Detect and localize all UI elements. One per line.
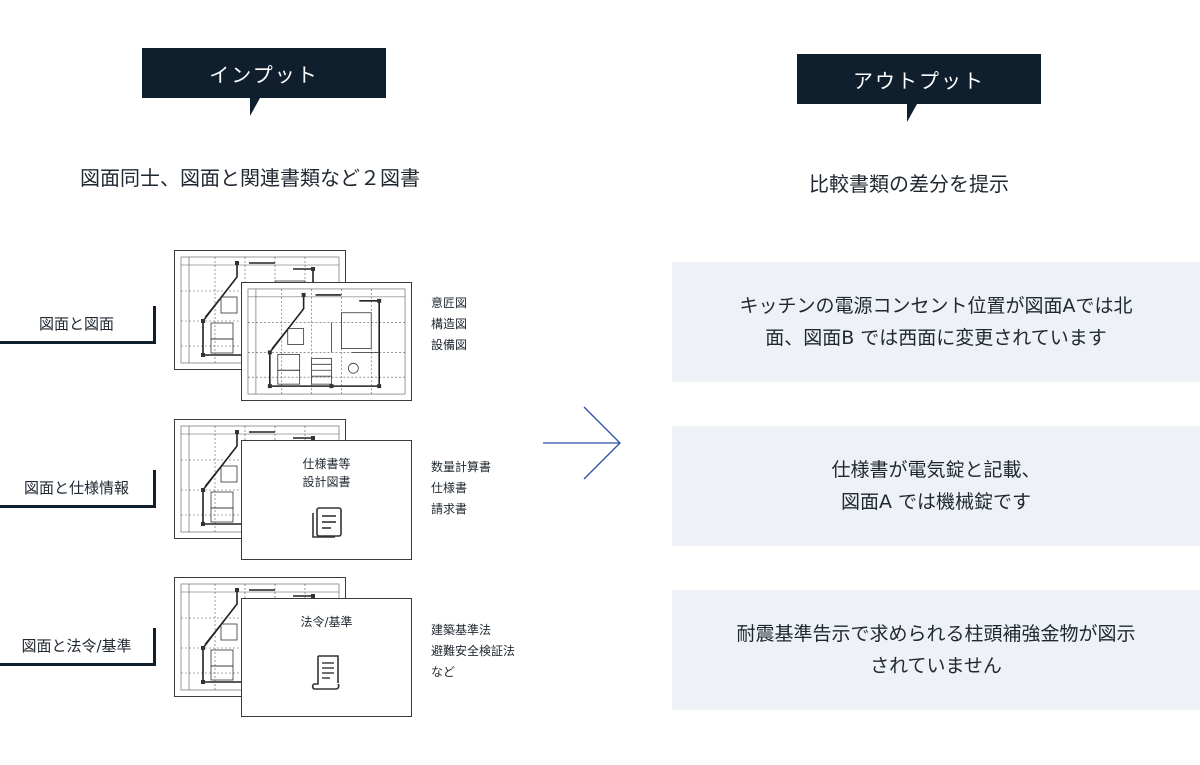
list-item: 数量計算書 <box>431 460 492 474</box>
result-line: キッチンの電源コンセント位置が図面Aでは北 <box>739 295 1133 317</box>
floor-plan-front <box>241 282 412 401</box>
card-line: 仕様書等 <box>302 457 351 471</box>
law-document-card: 法令/基準 <box>241 598 412 717</box>
output-header-bubble: アウトプット <box>797 54 1041 122</box>
list-item: 設備図 <box>431 338 468 352</box>
result-panel: 耐震基準告示で求められる柱頭補強金物が図示 されていません <box>672 590 1200 710</box>
result-line: 耐震基準告示で求められる柱頭補強金物が図示 <box>736 623 1136 645</box>
card-line: 設計図書 <box>302 475 351 489</box>
card-line: 法令/基準 <box>300 615 353 629</box>
bubble-tail <box>250 98 260 116</box>
result-line: 図面A では機械錠です <box>840 491 1032 513</box>
list-item: 避難安全検証法 <box>431 644 516 658</box>
list-item: 構造図 <box>431 317 468 331</box>
row-label-drawing-drawing: 図面と図面 <box>0 306 156 344</box>
list-item: 意匠図 <box>431 296 468 310</box>
result-line: 面、図面B では西面に変更されています <box>765 327 1107 349</box>
list-item: 建築基準法 <box>431 623 492 637</box>
input-header-label: インプット <box>209 62 319 87</box>
row-label-drawing-law: 図面と法令/基準 <box>0 628 156 666</box>
row-label-drawing-spec: 図面と仕様情報 <box>0 470 156 508</box>
result-panel: 仕様書が電気錠と記載、 図面A では機械錠です <box>672 426 1200 546</box>
row-1-document-list: 意匠図 構造図 設備図 <box>431 293 467 356</box>
output-header-label: アウトプット <box>853 68 985 93</box>
row-2-document-list: 数量計算書 仕様書 請求書 <box>431 457 491 520</box>
spec-document-card: 仕様書等 設計図書 <box>241 440 412 560</box>
result-line: されていません <box>870 655 1002 677</box>
input-header-bubble: インプット <box>142 48 386 116</box>
input-subtitle: 図面同士、図面と関連書類など２図書 <box>80 166 420 190</box>
right-arrow-icon <box>543 406 621 480</box>
list-item: 請求書 <box>431 502 468 516</box>
scroll-icon <box>311 655 340 690</box>
result-line: 仕様書が電気錠と記載、 <box>831 459 1041 481</box>
result-panel: キッチンの電源コンセント位置が図面Aでは北 面、図面B では西面に変更されていま… <box>672 262 1200 382</box>
row-3-document-list: 建築基準法 避難安全検証法 など <box>431 620 515 683</box>
list-item: など <box>431 665 456 679</box>
output-subtitle: 比較書類の差分を提示 <box>809 172 1009 196</box>
bubble-tail <box>907 104 917 122</box>
list-item: 仕様書 <box>431 481 468 495</box>
document-list-icon <box>311 507 342 538</box>
